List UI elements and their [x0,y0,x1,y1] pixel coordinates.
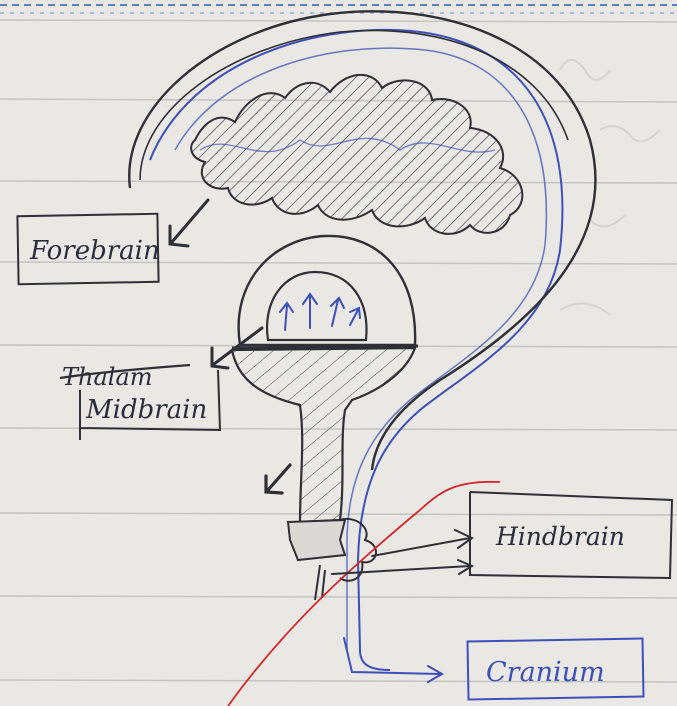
cranium-label: Cranium [486,657,605,688]
hindbrain-block [288,520,345,560]
hindbrain-label: Hindbrain [495,522,625,551]
midbrain-label: Midbrain [85,395,207,425]
midbrain-divider [232,346,418,348]
thalam-struck-label: Thalam [62,363,153,391]
forebrain-label: Forebrain [29,236,160,266]
